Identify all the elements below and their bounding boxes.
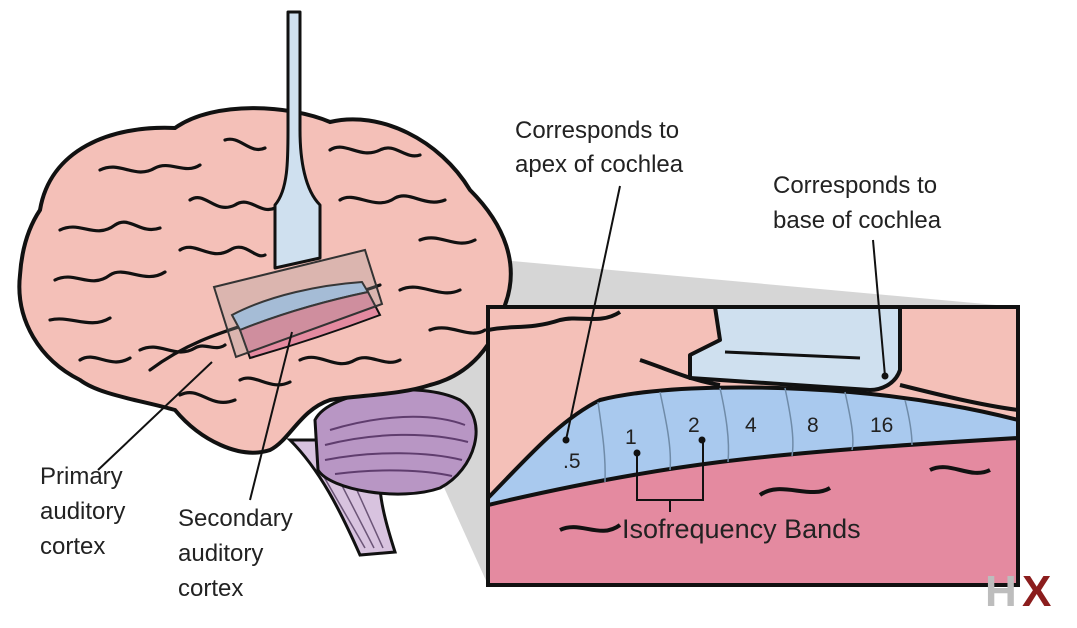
inset-sulci bbox=[488, 310, 1018, 533]
leader-lines bbox=[97, 185, 886, 501]
band-label-5: 16 bbox=[870, 414, 893, 437]
band-label-4: 8 bbox=[807, 414, 819, 437]
electrode bbox=[273, 10, 322, 270]
inset-frame bbox=[486, 305, 1020, 587]
secondary-label-line1: Secondary bbox=[178, 505, 293, 532]
isofrequency-band-dividers bbox=[597, 387, 913, 483]
base-label-line2: base of cochlea bbox=[773, 207, 942, 234]
zoom-window bbox=[212, 248, 384, 359]
brain-sulci bbox=[48, 137, 487, 404]
cerebrum bbox=[17, 106, 513, 455]
logo-h: H bbox=[985, 567, 1017, 616]
apex-label-line1: Corresponds to bbox=[515, 117, 679, 144]
cerebellum-folds bbox=[324, 415, 469, 477]
inset-electrode bbox=[688, 307, 902, 392]
primary-label-line3: cortex bbox=[40, 533, 105, 560]
primary-label-line2: auditory bbox=[40, 498, 125, 525]
secondary-label-line3: cortex bbox=[178, 575, 243, 602]
logo-x: X bbox=[1022, 567, 1051, 616]
inset-primary-cortex bbox=[488, 385, 1018, 508]
hx-logo: H X bbox=[985, 567, 1051, 616]
inset-electrode-tip bbox=[724, 350, 861, 360]
isofrequency-bracket bbox=[636, 442, 704, 512]
band-label-0: .5 bbox=[563, 450, 581, 473]
secondary-auditory-cortex-region bbox=[238, 290, 382, 360]
apex-label-line2: apex of cochlea bbox=[515, 151, 684, 178]
inset-zoom bbox=[488, 307, 1018, 585]
band-label-2: 2 bbox=[688, 414, 700, 437]
isofrequency-bands-label: Isofrequency Bands bbox=[622, 514, 861, 544]
band-label-1: 1 bbox=[625, 426, 637, 449]
primary-label-line1: Primary bbox=[40, 463, 123, 490]
band-label-3: 4 bbox=[745, 414, 757, 437]
secondary-label-line2: auditory bbox=[178, 540, 263, 567]
base-label-line1: Corresponds to bbox=[773, 172, 937, 199]
